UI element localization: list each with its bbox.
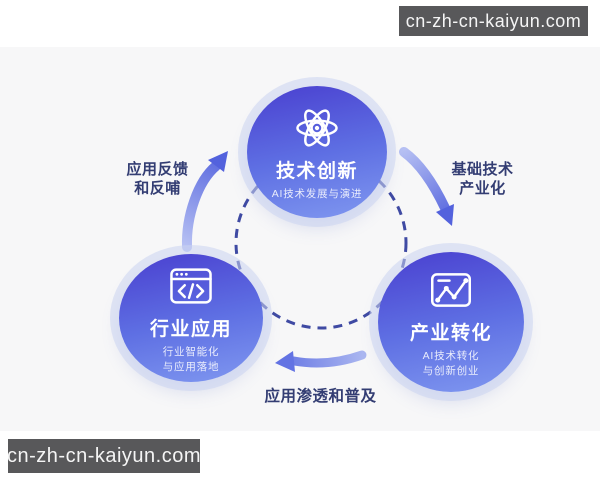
edge-label-line2: 和反哺 (134, 179, 181, 197)
node-title: 技术创新 (275, 160, 358, 182)
node-subtitle-line1: 行业智能化 (162, 346, 220, 359)
edge-label-line1: 应用反馈 (126, 161, 189, 178)
edge-label-penetration: 应用渗透和普及 (264, 388, 377, 405)
arrow-penetration-left-icon (275, 350, 367, 372)
watermark-top-text: cn-zh-cn-kaiyun.com (405, 10, 582, 31)
node-tech-innovation: 技术创新 AI技术发展与演进 (247, 86, 387, 218)
browser-code-icon (170, 268, 212, 304)
node-title: 产业转化 (409, 323, 492, 345)
node-industry-application: 行业应用 行业智能化 与应用落地 (119, 254, 263, 382)
edge-label-line1: 基础技术 (451, 161, 514, 178)
node-industry-transformation: 产业转化 AI技术转化 与创新创业 (378, 252, 524, 392)
edge-label-feedback: 应用反馈 和反哺 (105, 161, 210, 199)
node-subtitle: AI技术转化 与创新创业 (423, 349, 480, 378)
node-subtitle-line1: AI技术转化 (422, 350, 480, 363)
watermark-bottom: cn-zh-cn-kaiyun.com (7, 439, 202, 473)
edge-label-industrialization: 基础技术 产业化 (430, 161, 535, 199)
node-subtitle-line2: 与应用落地 (162, 361, 220, 373)
dashed-cycle-ring (234, 156, 408, 330)
node-title: 行业应用 (149, 319, 232, 341)
line-chart-icon (431, 273, 471, 308)
arrow-feedback-up-icon (181, 151, 228, 252)
watermark-bottom-text: cn-zh-cn-kaiyun.com (7, 444, 202, 467)
node-subtitle-line2: 与创新创业 (422, 365, 480, 377)
node-subtitle: 行业智能化 与应用落地 (163, 345, 220, 374)
arrow-industrialize-down-icon (399, 147, 454, 226)
atom-icon (296, 109, 338, 147)
node-subtitle: AI技术发展与演进 (271, 187, 363, 200)
edge-label-line2: 产业化 (459, 179, 506, 197)
watermark-top: cn-zh-cn-kaiyun.com (399, 6, 588, 36)
